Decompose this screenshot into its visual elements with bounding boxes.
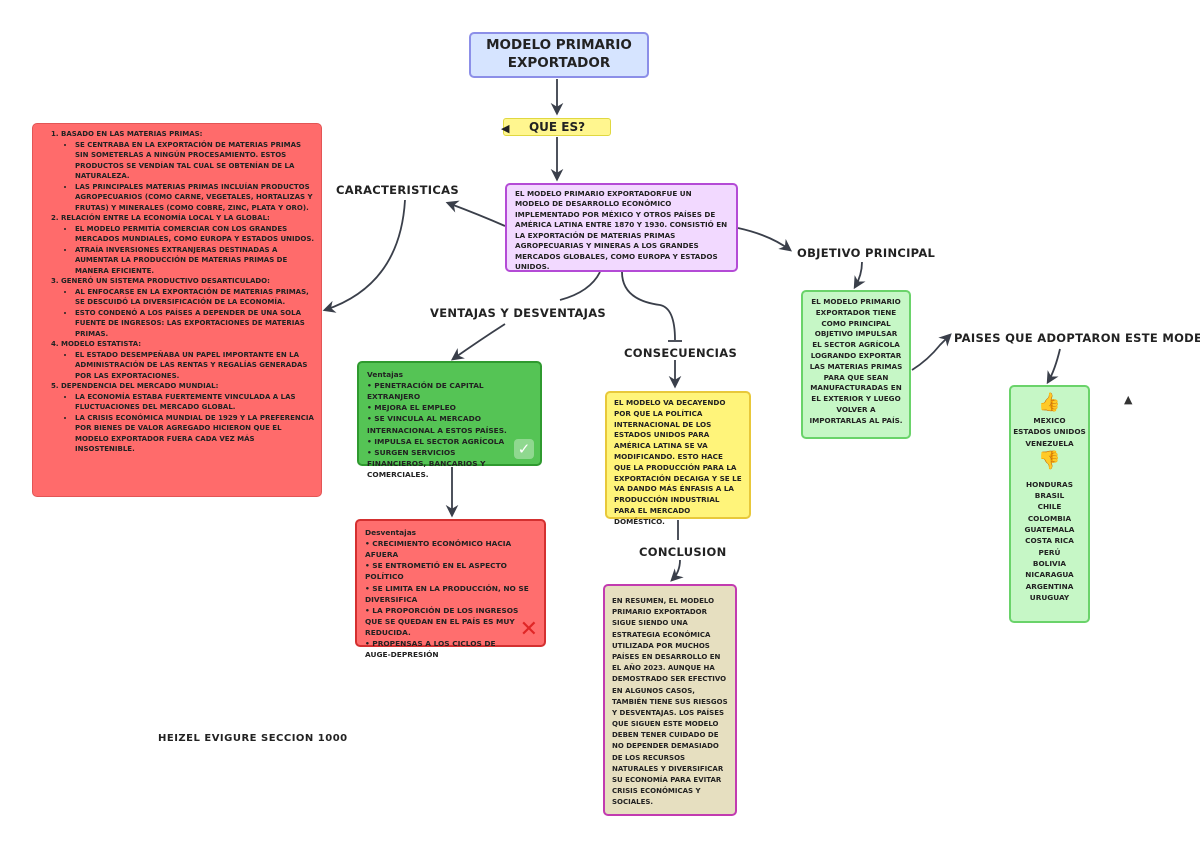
country-item: Uruguay <box>1029 592 1070 602</box>
arrow-def-caracteristicas <box>445 200 506 227</box>
characteristics-list: Basado en las materias primas: Se centra… <box>43 129 315 455</box>
list-item: • Mejora el empleo <box>367 403 456 413</box>
check-icon: ✓ <box>514 439 534 459</box>
cross-icon: ✕ <box>519 617 538 642</box>
label-objetivo: OBJETIVO PRINCIPAL <box>797 246 936 260</box>
arrow-objetivo-paises <box>911 333 952 371</box>
country-item: Mexico <box>1033 416 1066 425</box>
objetivo-box: El modelo primario exportador tiene como… <box>801 290 911 439</box>
arrow-def-consecuencias <box>621 271 676 341</box>
thumbs-up-icon: 👍 <box>1038 392 1061 413</box>
list-item: • Se limita en la producción, no se dive… <box>365 583 529 604</box>
country-item: Bolivia <box>1032 558 1067 568</box>
label-paises: PAISES QUE ADOPTARON ESTE MODELO <box>954 331 1200 345</box>
characteristic-item: Relación entre la economía local y la gl… <box>61 213 315 276</box>
que-es-label: QUE ES? <box>528 120 586 134</box>
list-item: • Surgen servicios financieros, bancario… <box>367 447 486 479</box>
label-conclusion: CONCLUSION <box>639 545 727 559</box>
label-caracteristicas: CARACTERISTICAS <box>336 183 459 197</box>
list-item: • Se entrometió en el aspecto político <box>365 561 507 582</box>
que-es-box: ◀ QUE ES? <box>501 118 611 136</box>
triangle-left-icon: ◀ <box>501 122 510 135</box>
country-item: Venezuela <box>1025 438 1074 448</box>
label-consecuencias: CONSECUENCIAS <box>624 346 738 360</box>
triangle-up-icon: ▲ <box>1124 393 1133 406</box>
conclusion-box: En resumen, el modelo primario exportado… <box>603 584 737 816</box>
author-footer: HEIZEL EVIGURE SECCION 1000 <box>158 733 348 744</box>
country-item: Perú <box>1038 547 1061 557</box>
country-item: Honduras <box>1026 479 1073 489</box>
main-title: MODELO PRIMARIO EXPORTADOR <box>469 32 649 78</box>
list-item: • Penetración de capital extranjero <box>367 381 484 402</box>
list-item: • La proporción de los ingresos que se q… <box>365 605 519 637</box>
list-item: • Crecimiento económico hacia afuera <box>365 539 512 560</box>
arrow-def-ventajas <box>559 271 601 301</box>
characteristic-item: Generó un sistema productivo desarticula… <box>61 276 315 339</box>
arrow-objetivo-box <box>853 261 866 290</box>
list-item: • Se vincula al mercado internacional a … <box>367 414 507 435</box>
arrow-conclusion-beige <box>670 559 684 582</box>
country-item: Brasil <box>1034 491 1065 501</box>
arrow-paises-countries <box>1046 348 1061 385</box>
characteristics-box: Basado en las materias primas: Se centra… <box>32 123 322 497</box>
arrow-caracteristicas-red <box>322 199 406 313</box>
ventajas-title: Ventajas <box>367 370 404 379</box>
characteristic-item: Modelo estatista: El Estado desempeñaba … <box>61 339 315 381</box>
ventajas-box: Ventajas • Penetración de capital extran… <box>357 361 542 479</box>
country-item: Guatemala <box>1024 525 1075 535</box>
desventajas-box: Desventajas • Crecimiento económico haci… <box>355 519 546 659</box>
thumbs-down-icon: 👎 <box>1038 449 1061 471</box>
characteristic-item: Basado en las materias primas: Se centra… <box>61 129 315 213</box>
countries-box: 👍 Mexico Estados Unidos Venezuela 👎 Hond… <box>1009 385 1090 623</box>
definition-box: El modelo primario exportadorfue un mode… <box>505 183 738 272</box>
country-item: Chile <box>1037 502 1062 512</box>
desventajas-title: Desventajas <box>365 528 417 537</box>
country-item: Estados Unidos <box>1013 427 1086 437</box>
consecuencias-box: El modelo va decayendo por que la políti… <box>605 391 751 526</box>
country-item: Nicaragua <box>1025 570 1074 580</box>
label-ventajas-desventajas: VENTAJAS Y DESVENTAJAS <box>430 306 607 320</box>
list-item: • Propensas a los ciclos de auge-depresi… <box>365 639 496 660</box>
characteristic-item: Dependencia del mercado mundial: La econ… <box>61 381 315 455</box>
country-item: Costa Rica <box>1025 536 1074 546</box>
country-item: Colombia <box>1027 513 1072 523</box>
list-item: • Impulsa el sector agrícola <box>367 436 505 446</box>
country-item: Argentina <box>1025 581 1074 591</box>
arrow-def-objetivo <box>737 227 793 252</box>
arrow-vd-green <box>450 323 506 361</box>
